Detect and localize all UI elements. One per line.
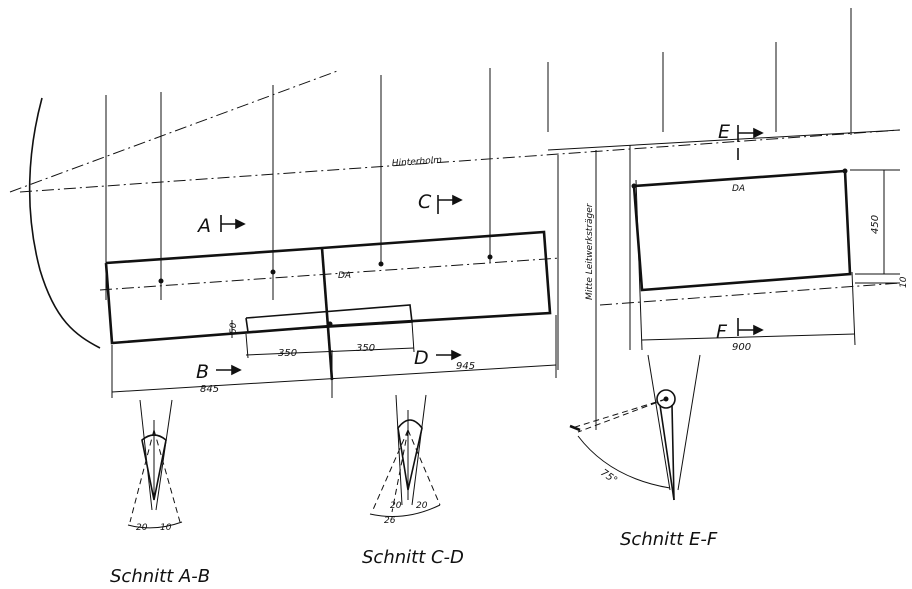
section-ab-profile — [127, 399, 183, 529]
dim-350-right: 350 — [356, 343, 375, 354]
caption-section-ab: Schnitt A-B — [110, 566, 210, 587]
section-mark-c: C — [418, 191, 432, 213]
da-label-left: DA — [338, 271, 351, 281]
left-hinge-points — [158, 254, 493, 327]
rear-spar-line-upper — [547, 129, 901, 151]
dimension-900 — [641, 333, 856, 341]
section-mark-b: B — [196, 361, 209, 383]
section-ef-profile — [569, 354, 701, 501]
dim-50: 50 — [229, 322, 239, 334]
section-arrows — [216, 125, 764, 376]
dimension-450 — [850, 169, 900, 284]
angle-cd-bottom: 26 — [384, 516, 396, 526]
section-mark-e: E — [718, 121, 730, 143]
tail-boom-center-lines — [557, 145, 631, 430]
dim-845-left: 845 — [200, 384, 219, 395]
angle-ab-right: 10 — [160, 523, 172, 533]
dim-350-left: 350 — [278, 348, 297, 359]
section-mark-f: F — [716, 321, 728, 343]
dim-10: 10 — [899, 276, 909, 288]
hinterholm-label: Hinterholm — [392, 155, 443, 168]
angle-ab-left: 20 — [136, 523, 148, 533]
angle-ef: 75° — [598, 467, 619, 486]
section-cd-profile — [369, 394, 441, 518]
dim-450: 450 — [870, 215, 881, 234]
dim-845-right: 945 — [456, 361, 475, 372]
caption-section-ef: Schnitt E-F — [620, 529, 718, 550]
leitwerkstraeger-label: Mitte Leitwerksträger — [585, 202, 595, 300]
caption-section-cd: Schnitt C-D — [362, 547, 464, 568]
left-flap-outline — [99, 230, 561, 381]
fuselage-contour — [28, 97, 101, 349]
station-lines — [105, 8, 852, 300]
diagonal-reference-line — [9, 69, 341, 193]
dimension-lines-bottom — [111, 315, 557, 398]
dim-900: 900 — [732, 342, 751, 353]
section-mark-a: A — [196, 215, 211, 237]
angle-cd-left: 20 — [390, 501, 402, 511]
rear-spar-line — [19, 129, 901, 193]
angle-cd-right: 20 — [416, 501, 428, 511]
da-label-right: DA — [732, 184, 745, 194]
right-flap-outline — [599, 168, 901, 351]
section-mark-d: D — [414, 347, 429, 369]
